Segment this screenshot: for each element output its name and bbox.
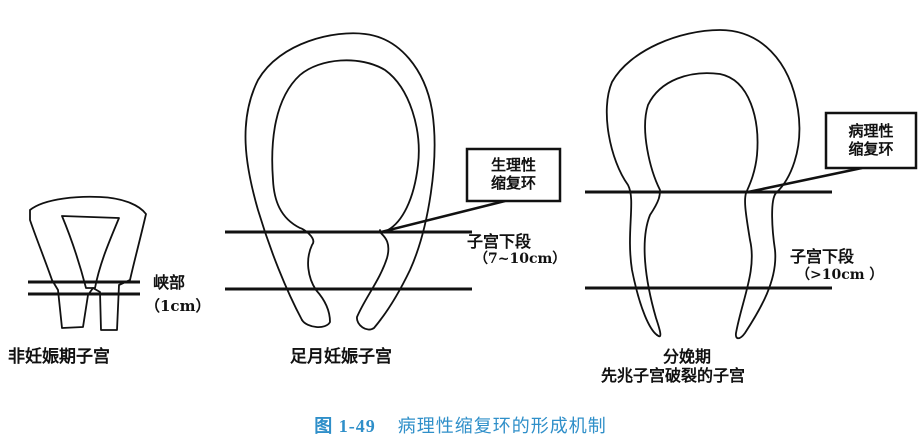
lower-segment-label-3: 子宫下段 — [790, 247, 855, 266]
figure-caption: 图 1-49 病理性缩复环的形成机制 — [0, 412, 921, 438]
pathologic-ring-line2: 缩复环 — [848, 140, 894, 158]
physiologic-ring-pointer — [380, 199, 506, 234]
pathologic-title-line2: 先兆子宫破裂的子宫 — [601, 366, 746, 385]
caption-number: 图 1-49 — [314, 416, 376, 436]
pathologic-title-line1: 分娩期 — [663, 347, 712, 366]
pathologic-ring-line1: 病理性 — [848, 122, 894, 140]
lower-segment-size-2: （7~10cm） — [474, 251, 567, 267]
physiologic-ring-line2: 缩复环 — [490, 174, 536, 192]
physiologic-ring-box — [465, 147, 562, 203]
pathologic-ring-box — [824, 111, 918, 170]
non-pregnant-title: 非妊娠期子宫 — [8, 347, 110, 367]
lower-segment-size-3: （>10cm ） — [796, 267, 884, 283]
non-pregnant-uterus-shape — [29, 195, 147, 331]
pathologic-ring-pointer — [747, 166, 863, 194]
caption-title: 病理性缩复环的形成机制 — [397, 416, 607, 437]
lower-segment-label-2: 子宫下段 — [467, 232, 532, 251]
pathologic-ring-label: 病理性 缩复环 — [826, 122, 916, 158]
isthmus-size: （1cm） — [145, 297, 211, 315]
full-term-uterus-shape — [244, 32, 436, 331]
physiologic-ring-label: 生理性 缩复环 — [467, 156, 560, 192]
full-term-title: 足月妊娠子宫 — [290, 347, 392, 367]
physiologic-ring-line1: 生理性 — [490, 156, 536, 174]
pathological-uterus-shape — [605, 29, 801, 340]
isthmus-label: 峡部 — [153, 273, 186, 292]
